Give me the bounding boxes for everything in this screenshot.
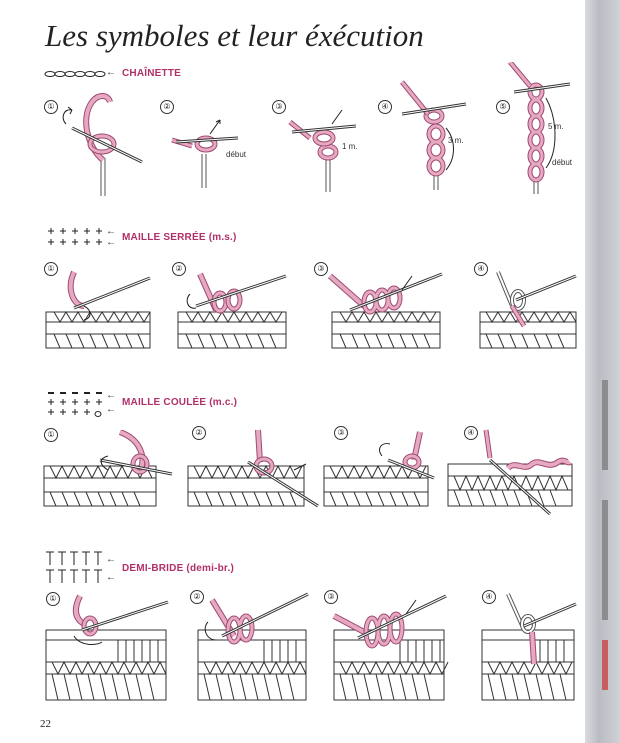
step-number: ③ xyxy=(272,100,286,114)
step-number: ① xyxy=(44,100,58,114)
annotation-three-m: 3 m. xyxy=(448,136,464,145)
step-number: ④ xyxy=(482,590,496,604)
step-number: ④ xyxy=(464,426,478,440)
step-number: ④ xyxy=(474,262,488,276)
next-page-text-fragment xyxy=(602,500,608,620)
single-crochet-step-4-illustration xyxy=(479,271,577,349)
section-label-maille-serree: MAILLE SERRÉE (m.s.) xyxy=(122,232,237,243)
chain-step-2-illustration xyxy=(171,119,239,188)
step-number: ⑤ xyxy=(496,100,510,114)
single-crochet-step-2-illustration xyxy=(177,272,287,349)
label-arrow-icon: ← xyxy=(106,67,116,78)
half-double-crochet-symbol xyxy=(46,551,102,583)
section-label-maille-coulee: MAILLE COULÉE (m.c.) xyxy=(122,397,238,408)
chain-step-4-illustration xyxy=(400,80,467,190)
annotation-debut: début xyxy=(226,150,247,159)
step-number: ② xyxy=(172,262,186,276)
label-arrow-icon: ← xyxy=(106,226,116,237)
label-arrow-icon: ← xyxy=(106,554,116,565)
step-number: ② xyxy=(192,426,206,440)
next-page-text-fragment xyxy=(602,380,608,470)
section-label-chainette: CHAÎNETTE xyxy=(122,68,182,79)
section-label-demi-bride: DEMI-BRIDE (demi-br.) xyxy=(122,563,234,574)
annotation-one-m: 1 m. xyxy=(342,142,358,151)
label-arrow-icon: ← xyxy=(106,572,116,583)
half-double-crochet-step-4-illustration xyxy=(481,593,577,701)
step-number: ① xyxy=(44,262,58,276)
book-page: Les symboles et leur éxécution ← CHAÎNET… xyxy=(40,18,577,730)
half-double-crochet-step-3-illustration xyxy=(332,594,449,701)
annotation-debut: début xyxy=(552,158,573,167)
step-number: ③ xyxy=(334,426,348,440)
step-number: ① xyxy=(44,428,58,442)
annotation-five-m: 5 m. xyxy=(548,122,564,131)
slip-stitch-symbol xyxy=(48,392,102,417)
step-number: ② xyxy=(160,100,174,114)
page-title: Les symboles et leur éxécution xyxy=(45,18,424,53)
half-double-crochet-step-2-illustration xyxy=(197,592,309,701)
slip-stitch-step-1-illustration xyxy=(43,430,173,507)
slip-stitch-step-2-illustration xyxy=(187,429,319,508)
single-crochet-step-1-illustration xyxy=(45,270,151,349)
chain-symbol xyxy=(44,71,106,77)
step-number: ① xyxy=(46,592,60,606)
step-number: ④ xyxy=(378,100,392,114)
label-arrow-icon: ← xyxy=(106,237,116,248)
next-page-edge xyxy=(585,0,620,743)
step-number: ③ xyxy=(314,262,328,276)
next-page-color-fragment xyxy=(602,640,608,690)
slip-stitch-step-4-illustration xyxy=(447,429,573,516)
slip-stitch-step-3-illustration xyxy=(323,431,435,507)
half-double-crochet-step-1-illustration xyxy=(45,594,169,701)
chain-step-1-illustration xyxy=(62,93,143,196)
page-number: 22 xyxy=(40,718,51,730)
label-arrow-icon: ← xyxy=(106,390,116,401)
chain-step-5-illustration xyxy=(508,62,571,194)
label-arrow-icon: ← xyxy=(106,404,116,415)
single-crochet-symbol xyxy=(48,228,102,245)
step-number: ② xyxy=(190,590,204,604)
chain-step-3-illustration xyxy=(288,109,357,192)
single-crochet-step-3-illustration xyxy=(328,272,443,349)
step-number: ③ xyxy=(324,590,338,604)
